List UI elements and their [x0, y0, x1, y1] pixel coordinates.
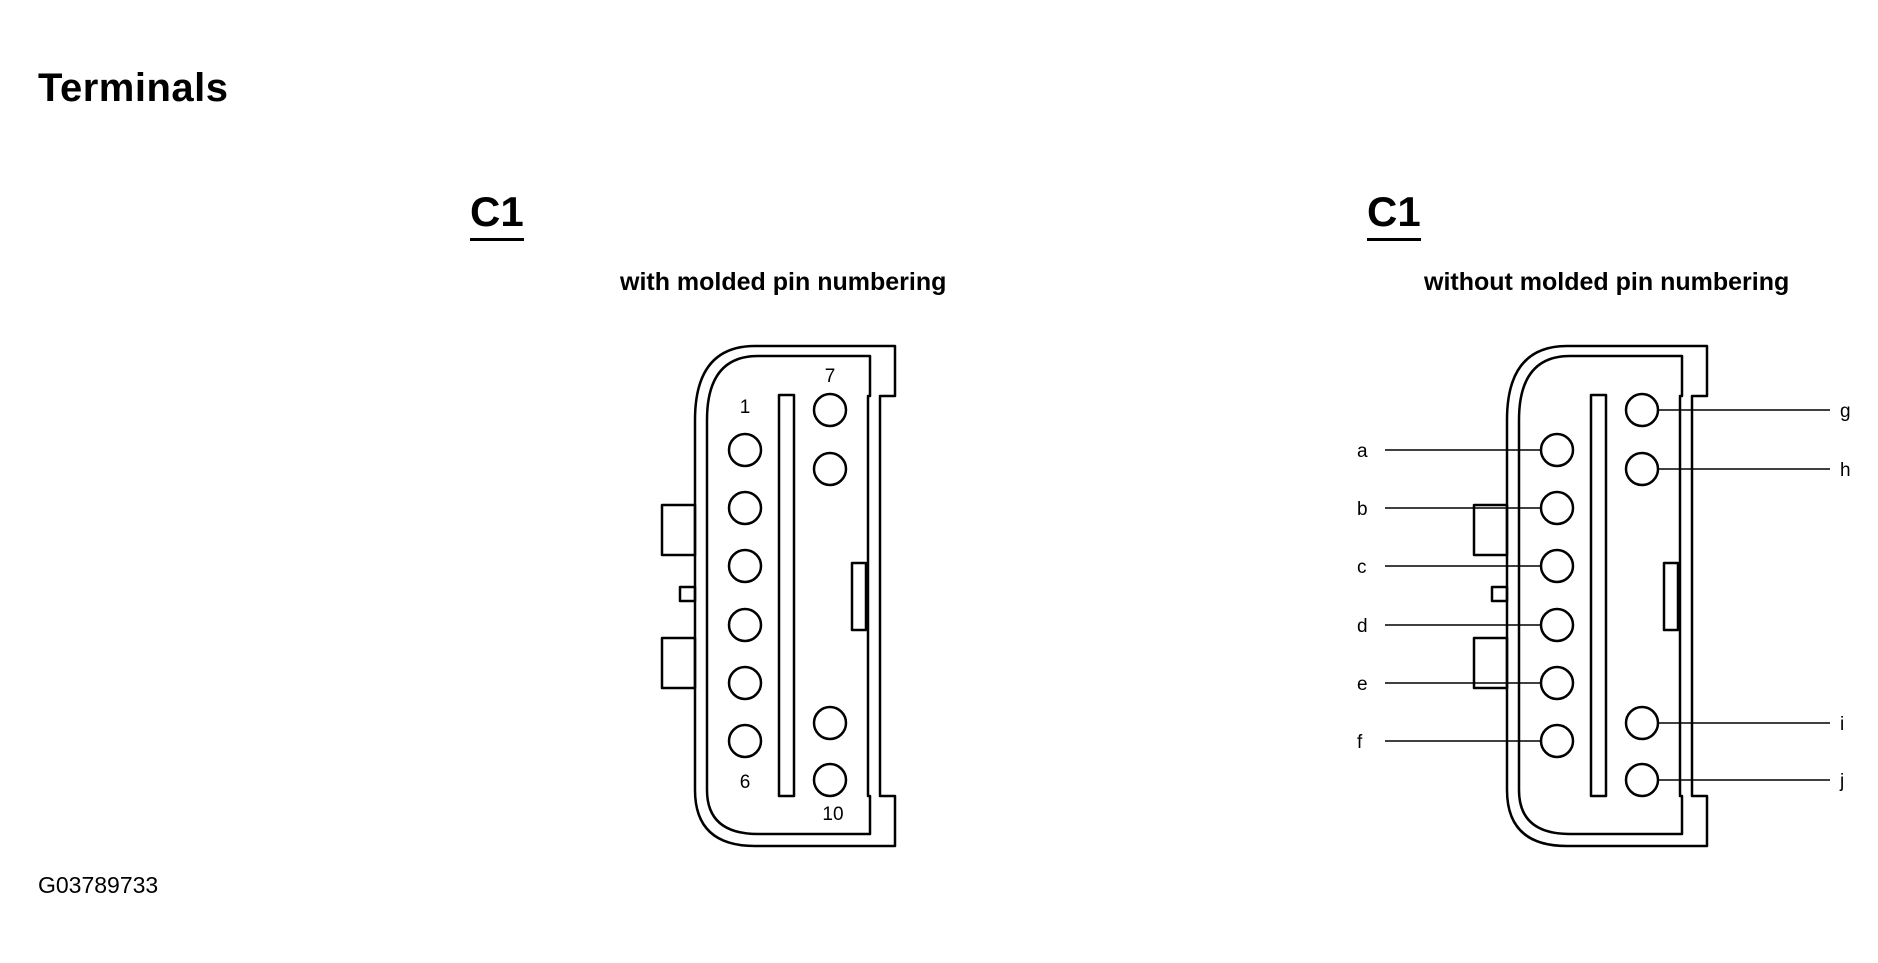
pin-7 [812, 392, 848, 428]
connector-2-right-latch [1662, 561, 1680, 632]
pin-label-f: f [1357, 732, 1363, 753]
pin-g [1624, 392, 1660, 428]
pin-label-g: g [1840, 401, 1851, 422]
pin-label-c: c [1357, 557, 1367, 578]
connector-2-left-tab-top [1472, 503, 1509, 557]
connector-1-left-tab-top [660, 503, 697, 557]
pin-8 [812, 451, 848, 487]
pin-2 [727, 490, 763, 526]
connector-1-caption: with molded pin numbering [620, 268, 947, 296]
pin-label-1: 1 [740, 397, 751, 418]
connector-1-right-latch [850, 561, 868, 632]
pin-e [1539, 665, 1575, 701]
connector-2-pins [1539, 392, 1660, 798]
figure-id: G03789733 [38, 872, 159, 898]
pin-label-10: 10 [822, 804, 843, 825]
connector-1-id: C1 [470, 189, 524, 242]
connector-2-housing-inner [1517, 354, 1684, 836]
connector-2-caption: without molded pin numbering [1424, 268, 1790, 296]
pin-9 [812, 705, 848, 741]
pin-d [1539, 607, 1575, 643]
connector-2-id: C1 [1367, 189, 1421, 242]
connector-2-drawing [1472, 344, 1709, 848]
connector-2-leader-lines [1385, 409, 1830, 781]
connector-1-pin-labels: 1 7 6 10 [740, 366, 844, 825]
pin-4 [727, 607, 763, 643]
pin-a [1539, 432, 1575, 468]
connector-1-left-tab-small [678, 585, 697, 603]
connector-1-pins [727, 392, 848, 798]
pin-i [1624, 705, 1660, 741]
connector-2-left-tab-small [1490, 585, 1509, 603]
connector-1-center-divider [777, 393, 796, 798]
pin-6 [727, 723, 763, 759]
connector-2-center-divider [1589, 393, 1608, 798]
pin-label-d: d [1357, 616, 1368, 637]
connector-1-left-tab-bottom [660, 636, 697, 690]
pin-label-j: j [1839, 771, 1844, 792]
pin-label-h: h [1840, 460, 1851, 481]
pin-label-i: i [1840, 714, 1844, 735]
pin-1 [727, 432, 763, 468]
page-title: Terminals [38, 66, 229, 110]
pin-h [1624, 451, 1660, 487]
connector-2-pin-labels: a b c d e f g h i j [1357, 401, 1851, 792]
pin-f [1539, 723, 1575, 759]
pin-10 [812, 762, 848, 798]
pin-b [1539, 490, 1575, 526]
connector-1-housing-inner [705, 354, 872, 836]
pin-j [1624, 762, 1660, 798]
pin-label-7: 7 [825, 366, 836, 387]
pin-c [1539, 548, 1575, 584]
pin-3 [727, 548, 763, 584]
pin-label-6: 6 [740, 772, 751, 793]
pin-5 [727, 665, 763, 701]
pin-label-e: e [1357, 674, 1368, 695]
connector-1-drawing [660, 344, 897, 848]
connector-2-left-tab-bottom [1472, 636, 1509, 690]
pin-label-a: a [1357, 441, 1368, 462]
pin-label-b: b [1357, 499, 1368, 520]
connector-1-housing-outer [693, 344, 897, 848]
connector-2-housing-outer [1505, 344, 1709, 848]
